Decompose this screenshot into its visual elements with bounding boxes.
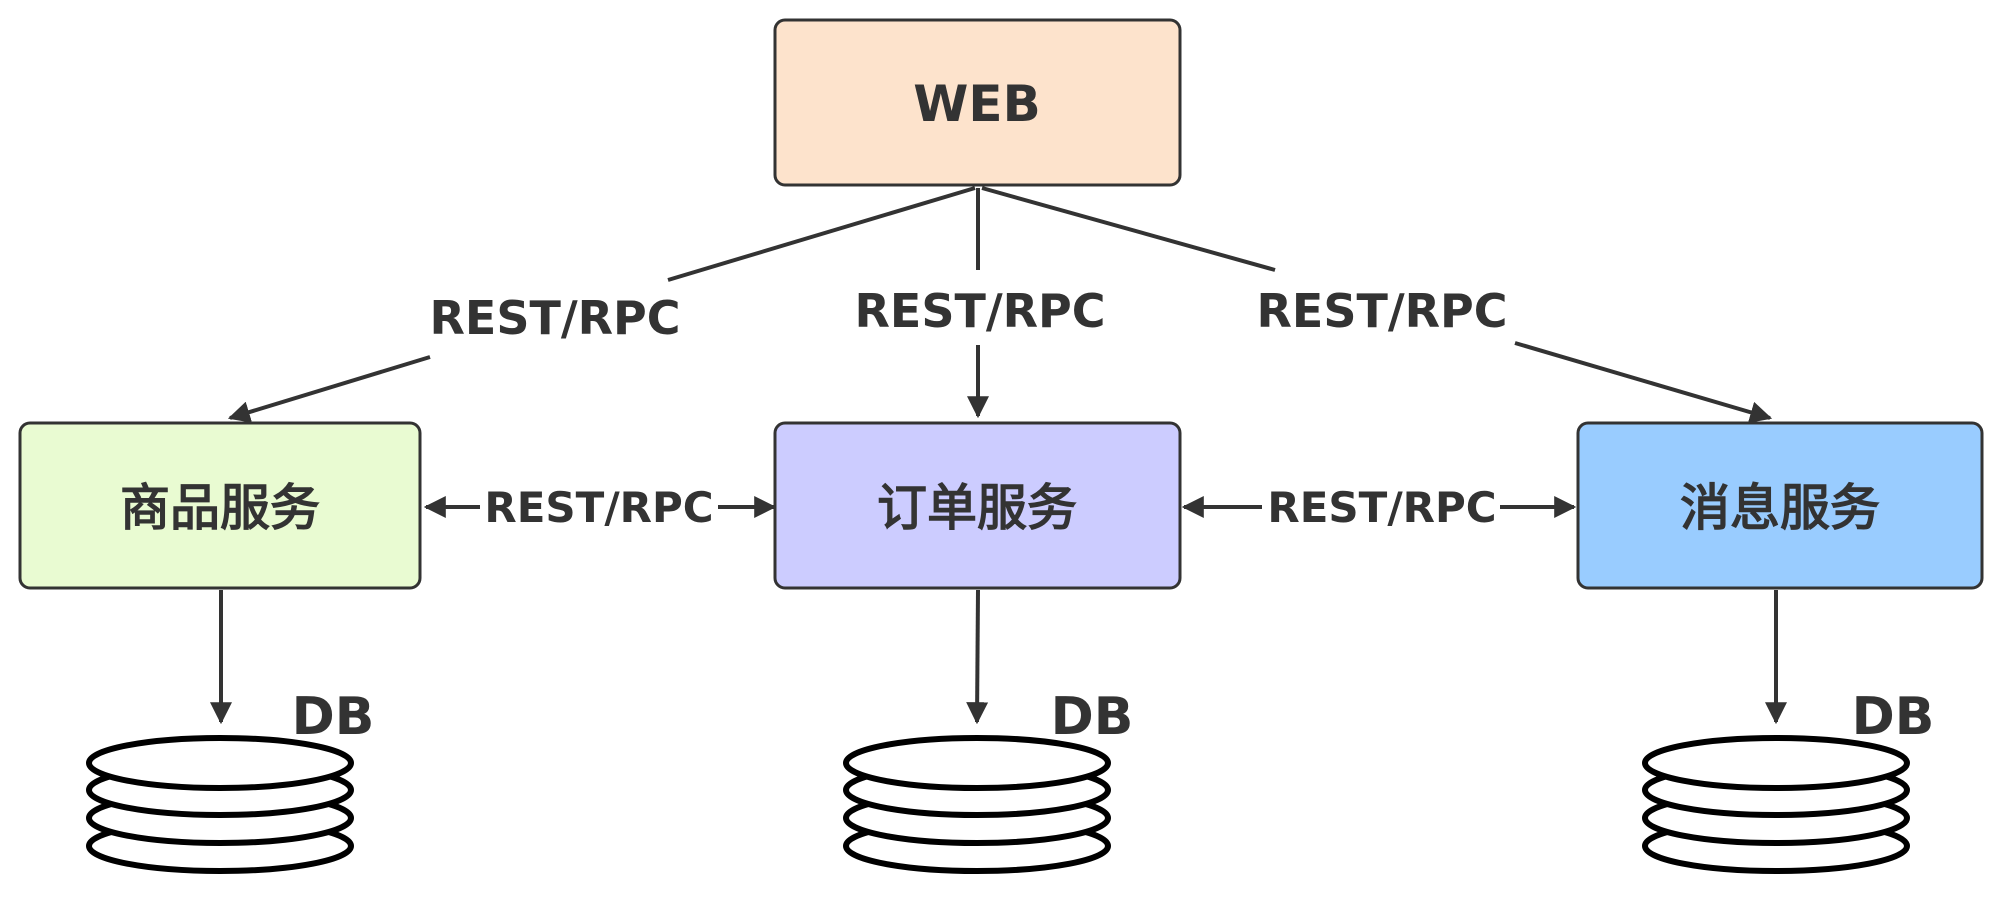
node-message-service-label: 消息服务 [1680, 479, 1880, 537]
node-order-service-box [773, 421, 1182, 590]
edge-web-to-product [227, 186, 976, 423]
edge-web-to-message [981, 186, 1773, 423]
database-product-label: DB [292, 687, 375, 747]
node-web-label: WEB [913, 75, 1040, 133]
database-message: DB [1642, 687, 1935, 874]
node-message-service: 消息服务 [1576, 421, 1984, 590]
database-icon [843, 735, 1111, 874]
node-order-service: 订单服务 [773, 421, 1182, 590]
node-order-service-label: 订单服务 [877, 479, 1077, 537]
edge-label-product-order: REST/RPC [484, 483, 713, 532]
database-message-label: DB [1852, 687, 1935, 747]
database-order-label: DB [1051, 687, 1134, 747]
node-web: WEB [773, 18, 1182, 187]
edge-order-to-db [966, 589, 989, 725]
node-product-service: 商品服务 [18, 421, 422, 590]
edge-label-web-order: REST/RPC [854, 284, 1105, 338]
database-product: DB [86, 687, 375, 874]
database-icon [86, 735, 354, 874]
node-message-service-box [1576, 421, 1984, 590]
node-web-box [773, 18, 1182, 187]
node-product-service-label: 商品服务 [120, 479, 320, 537]
database-icon [1642, 735, 1910, 874]
edge-label-web-product: REST/RPC [429, 291, 680, 345]
database-order: DB [843, 687, 1134, 874]
edge-label-web-message: REST/RPC [1256, 284, 1507, 338]
edge-label-order-message: REST/RPC [1267, 483, 1496, 532]
node-product-service-box [18, 421, 422, 590]
